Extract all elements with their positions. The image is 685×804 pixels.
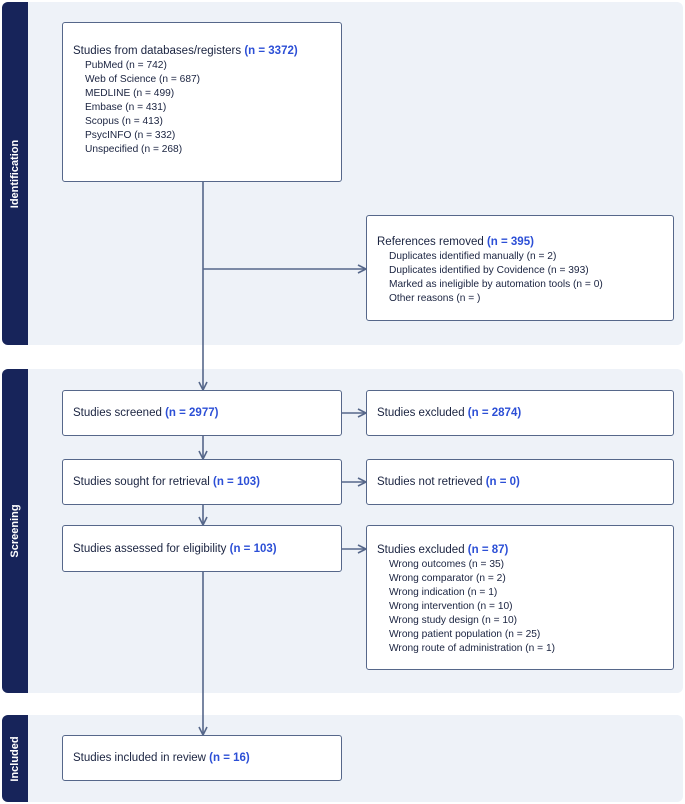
- exclusion-reason: Wrong route of administration (n = 1): [389, 643, 556, 654]
- not-retrieved-title: Studies not retrieved: [377, 476, 483, 488]
- included-text: Studies included in review (n = 16): [73, 736, 331, 780]
- source-item: PsycINFO (n = 332): [85, 130, 176, 141]
- excluded-screen-text: Studies excluded (n = 2874): [377, 391, 663, 435]
- screening-phase-bar: Screening: [2, 369, 28, 693]
- source-item: Scopus (n = 413): [85, 116, 163, 127]
- exclusion-reason: Wrong comparator (n = 2): [389, 573, 506, 584]
- screened-count: (n = 2977): [165, 407, 219, 419]
- removed-title: References removed: [377, 236, 484, 248]
- included-phase-bar: Included: [2, 715, 28, 802]
- screened-box: Studies screened (n = 2977): [62, 390, 342, 436]
- source-item: MEDLINE (n = 499): [85, 88, 175, 99]
- sought-text: Studies sought for retrieval (n = 103): [73, 460, 331, 504]
- exclusion-reason: Wrong indication (n = 1): [389, 587, 498, 598]
- removed-item: Other reasons (n = ): [389, 293, 481, 304]
- not-retrieved-box: Studies not retrieved (n = 0): [366, 459, 674, 505]
- included-title: Studies included in review: [73, 752, 206, 764]
- removed-item: Duplicates identified by Covidence (n = …: [389, 265, 589, 276]
- excluded-elig-count: (n = 87): [467, 544, 509, 556]
- exclusion-reason: Wrong intervention (n = 10): [389, 601, 513, 612]
- screened-text: Studies screened (n = 2977): [73, 391, 331, 435]
- removed-item: Duplicates identified manually (n = 2): [389, 251, 557, 262]
- assessed-text: Studies assessed for eligibility (n = 10…: [73, 526, 331, 571]
- sought-box: Studies sought for retrieval (n = 103): [62, 459, 342, 505]
- assessed-box: Studies assessed for eligibility (n = 10…: [62, 525, 342, 572]
- exclusion-reason: Wrong patient population (n = 25): [389, 629, 541, 640]
- databases-box: Studies from databases/registers (n = 33…: [62, 22, 342, 182]
- source-item: PubMed (n = 742): [85, 60, 167, 71]
- excluded-screen-title: Studies excluded: [377, 407, 465, 419]
- included-phase-label: Included: [9, 735, 21, 782]
- exclusion-reason: Wrong outcomes (n = 35): [389, 559, 505, 570]
- removed-count: (n = 395): [486, 236, 534, 248]
- sought-count: (n = 103): [213, 476, 260, 488]
- source-item: Unspecified (n = 268): [85, 144, 183, 155]
- sought-title: Studies sought for retrieval: [73, 476, 210, 488]
- excluded-eligibility-box: Studies excluded (n = 87) Wrong outcomes…: [366, 525, 674, 670]
- excluded-screen-count: (n = 2874): [467, 407, 522, 419]
- exclusion-reason: Wrong study design (n = 10): [389, 615, 518, 626]
- databases-title: Studies from databases/registers: [73, 45, 242, 57]
- source-item: Embase (n = 431): [85, 102, 167, 113]
- excluded-elig-title: Studies excluded: [377, 544, 465, 556]
- databases-header: Studies from databases/registers (n = 33…: [73, 44, 331, 59]
- references-removed-box: References removed (n = 395) Duplicates …: [366, 215, 674, 321]
- identification-phase-bar: Identification: [2, 2, 28, 345]
- databases-count: (n = 3372): [244, 45, 298, 57]
- excluded-elig-header: Studies excluded (n = 87): [377, 543, 663, 558]
- screening-phase-label: Screening: [9, 504, 21, 558]
- source-item: Web of Science (n = 687): [85, 74, 201, 85]
- removed-item: Marked as ineligible by automation tools…: [389, 279, 603, 290]
- assessed-count: (n = 103): [229, 542, 277, 555]
- included-count: (n = 16): [209, 752, 250, 764]
- included-box: Studies included in review (n = 16): [62, 735, 342, 781]
- excluded-screen-box: Studies excluded (n = 2874): [366, 390, 674, 436]
- assessed-title: Studies assessed for eligibility: [73, 542, 227, 555]
- not-retrieved-text: Studies not retrieved (n = 0): [377, 460, 663, 504]
- screened-title: Studies screened: [73, 407, 162, 419]
- removed-header: References removed (n = 395): [377, 235, 663, 250]
- identification-phase-label: Identification: [9, 139, 21, 208]
- not-retrieved-count: (n = 0): [485, 476, 520, 488]
